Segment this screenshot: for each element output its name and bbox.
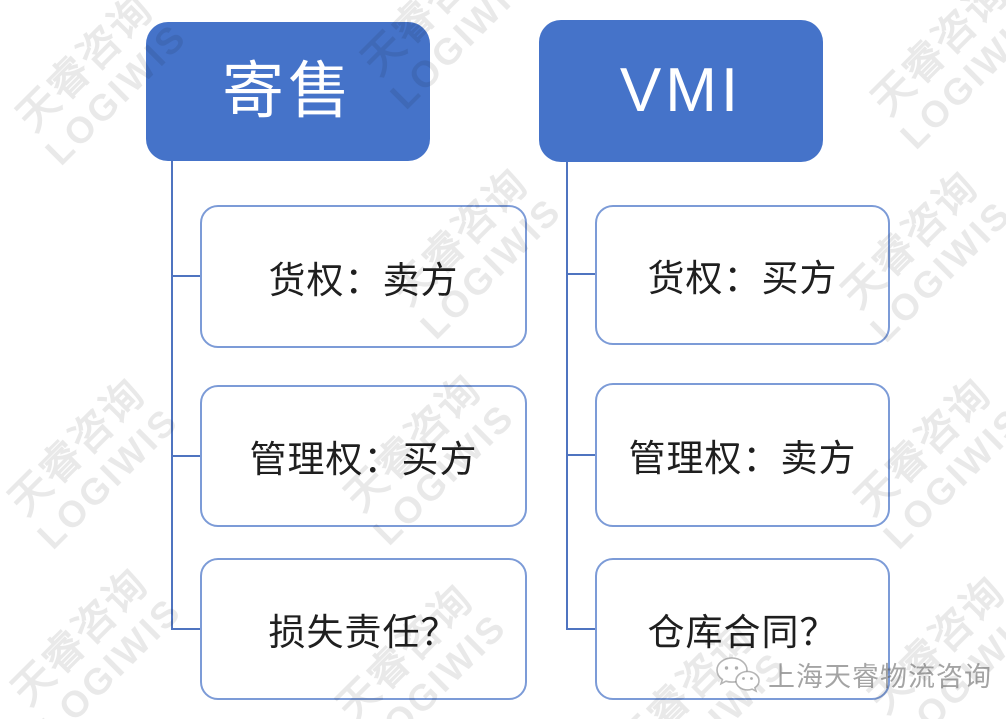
vmi-warehouse-label: 仓库合同？ [647, 612, 838, 653]
consignment-management-box: 管理权：买方 [200, 385, 527, 527]
connector-trunk-right [566, 162, 568, 629]
vmi-ownership-label: 货权：买方 [647, 258, 838, 299]
vmi-warehouse-box: 仓库合同？ [595, 558, 890, 700]
header-consignment: 寄售 [146, 22, 430, 161]
consignment-ownership-label: 货权：卖方 [268, 259, 459, 301]
header-consignment-label: 寄售 [221, 56, 354, 126]
connector-branch-right-1 [566, 273, 596, 275]
connector-branch-left-3 [171, 628, 201, 630]
connector-trunk-left [171, 160, 173, 630]
consignment-ownership-box: 货权：卖方 [200, 205, 527, 348]
consignment-loss-label: 损失责任？ [268, 612, 459, 653]
connector-branch-right-3 [566, 628, 596, 630]
connector-branch-left-1 [171, 275, 201, 277]
consignment-management-label: 管理权：买方 [249, 439, 478, 480]
consignment-loss-box: 损失责任？ [200, 558, 527, 700]
header-vmi-label: VMI [619, 56, 743, 125]
vmi-ownership-box: 货权：买方 [595, 205, 890, 345]
header-vmi: VMI [539, 20, 823, 162]
vmi-management-label: 管理权：卖方 [628, 438, 857, 479]
connector-branch-left-2 [171, 455, 201, 457]
vmi-management-box: 管理权：卖方 [595, 383, 890, 527]
connector-branch-right-2 [566, 454, 596, 456]
